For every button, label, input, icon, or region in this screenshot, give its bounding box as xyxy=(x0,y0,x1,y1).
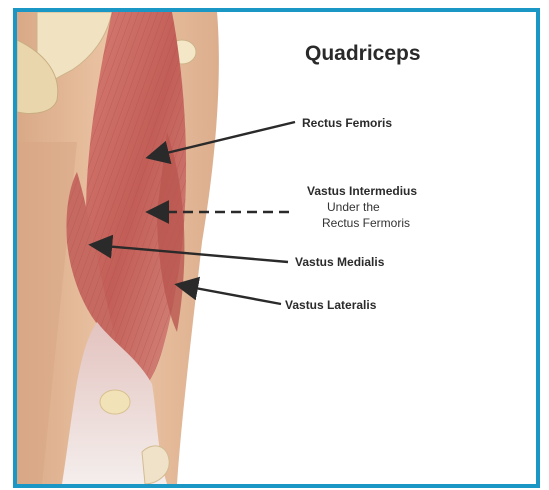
diagram-frame: Quadriceps Rectus Femoris Vastus Interme… xyxy=(13,8,540,488)
label-vastus-lateralis: Vastus Lateralis xyxy=(285,298,376,312)
label-vastus-intermedius-note-2: Rectus Fermoris xyxy=(322,216,410,230)
label-vastus-intermedius-note-1: Under the xyxy=(327,200,380,214)
anatomy-illustration xyxy=(17,12,536,484)
label-rectus-femoris: Rectus Femoris xyxy=(302,116,392,130)
label-vastus-intermedius: Vastus Intermedius xyxy=(307,184,417,198)
diagram-title: Quadriceps xyxy=(305,42,421,66)
label-vastus-medialis: Vastus Medialis xyxy=(295,255,384,269)
patella xyxy=(100,390,130,414)
